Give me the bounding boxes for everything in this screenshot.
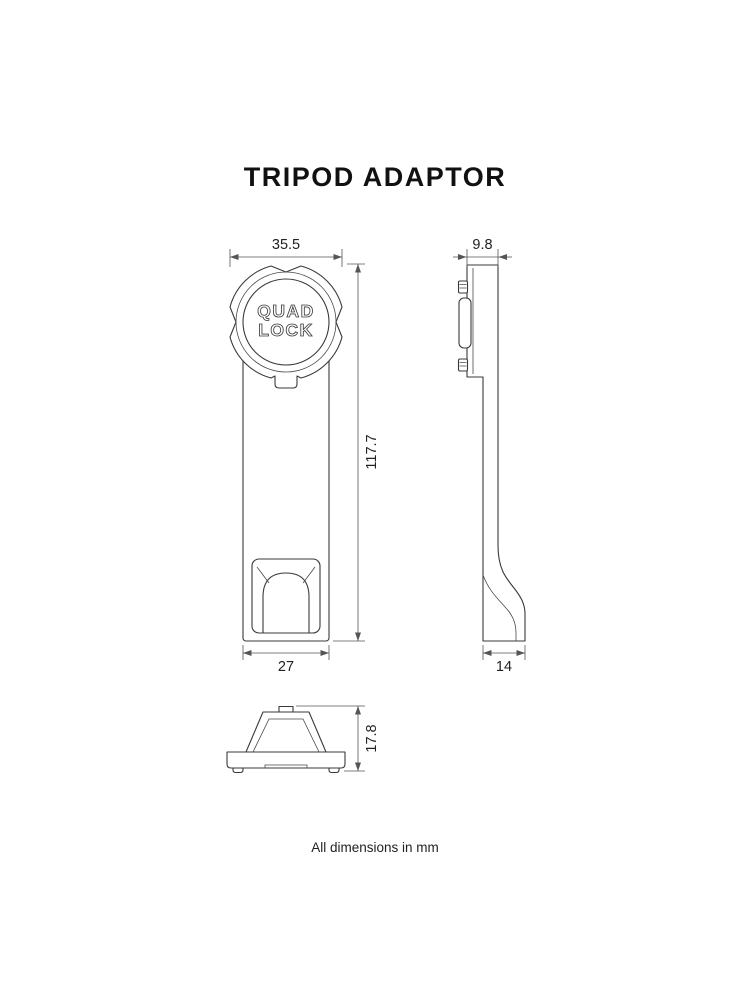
mount-head-ring-inner bbox=[242, 278, 330, 366]
side-screw-thread-lines bbox=[459, 284, 467, 367]
side-extension-lines bbox=[466, 249, 526, 660]
side-view-dimensions: 9.8 14 bbox=[453, 237, 526, 675]
side-screw-bottom bbox=[457, 358, 469, 372]
side-top-width-label: 9.8 bbox=[472, 237, 492, 253]
side-bottom-width-label: 14 bbox=[496, 659, 512, 675]
front-bottom-width-label: 27 bbox=[278, 659, 294, 675]
side-profile-outline bbox=[466, 264, 526, 642]
bottom-ridge-inner-line bbox=[252, 718, 320, 753]
bottom-foot-left bbox=[232, 767, 244, 774]
page-title: TRIPOD ADAPTOR bbox=[243, 162, 507, 192]
mount-head-ring-outer bbox=[235, 271, 337, 373]
bottom-height-label: 17.8 bbox=[364, 724, 380, 752]
side-foot-inner-curve bbox=[482, 574, 517, 641]
logo-text-lock: LOCK bbox=[258, 320, 314, 340]
bottom-center-recess bbox=[264, 764, 308, 768]
logo-text-quad: QUAD bbox=[257, 301, 315, 321]
bottom-foot-right bbox=[328, 767, 340, 774]
front-pocket-outline bbox=[251, 558, 321, 634]
bottom-ridge-outline bbox=[245, 711, 327, 753]
front-height-label: 117.7 bbox=[364, 434, 380, 469]
front-pocket-chamfers bbox=[256, 566, 316, 584]
bottom-view bbox=[226, 705, 346, 774]
bottom-view-dimensions: 17.8 bbox=[296, 705, 380, 772]
dimensions-note: All dimensions in mm bbox=[311, 840, 439, 855]
front-top-width-label: 35.5 bbox=[272, 237, 300, 253]
mount-head-outline bbox=[229, 265, 343, 389]
bottom-base-outline bbox=[226, 751, 346, 769]
front-view-dimensions: 35.5 117.7 27 bbox=[229, 237, 380, 675]
side-screw-top bbox=[457, 280, 469, 294]
front-view: QUAD LOCK bbox=[229, 265, 343, 642]
side-lever-bump bbox=[458, 297, 472, 349]
front-pocket-arch bbox=[262, 572, 310, 634]
bottom-ridge-top-bump bbox=[278, 705, 294, 713]
bottom-extension-lines bbox=[296, 705, 365, 772]
side-view bbox=[457, 264, 526, 642]
